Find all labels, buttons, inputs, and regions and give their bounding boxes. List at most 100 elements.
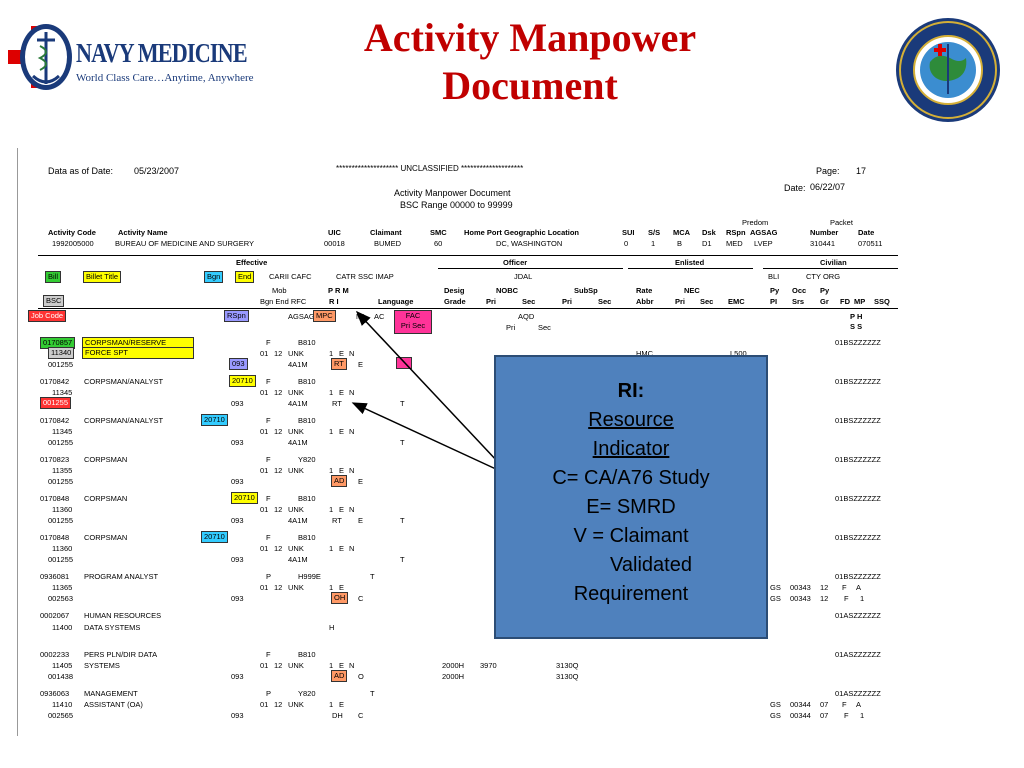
page-label: Page:: [816, 166, 840, 176]
callout-line3: C= CA/A76 Study: [552, 467, 710, 489]
slide-title: Activity Manpower Document: [250, 14, 810, 110]
row5-mi: E: [358, 516, 364, 525]
row5-title: CORPSMAN: [84, 494, 128, 503]
row10-bsc: 11410: [52, 700, 73, 709]
row2-r: E: [339, 388, 345, 397]
row3-p: 1: [329, 427, 334, 436]
row10-srs2: 00344: [790, 711, 811, 720]
row9-mpc: AD: [331, 670, 348, 682]
row5-ssq: 01BSZZZZZZ: [835, 494, 881, 503]
row4-title: CORPSMAN: [84, 455, 128, 464]
row1-agsag: 4A1M: [288, 360, 308, 369]
row9-title: PERS PLN/DIR DATA: [84, 650, 158, 659]
row10-ssq: 01ASZZZZZZ: [835, 689, 881, 698]
slide-title-line1: Activity Manpower: [363, 15, 697, 60]
row6-title: CORPSMAN: [84, 533, 128, 542]
row6-ssq: 01BSZZZZZZ: [835, 533, 881, 542]
row10-mp: A: [856, 700, 862, 709]
row9-nobc: 3970: [480, 661, 497, 670]
row7-pp: 1: [329, 583, 334, 592]
officer-rule: [438, 268, 623, 269]
val-smc: 60: [434, 239, 443, 248]
legend-billet-title: Billet Title: [83, 271, 122, 283]
row1-fac: [396, 357, 412, 369]
row6-agsag: 4A1M: [288, 555, 308, 564]
row1-mi: E: [358, 360, 364, 369]
callout-line2: Indicator: [592, 438, 670, 460]
legend-ri: R I: [329, 297, 339, 306]
row5-mpc: RT: [332, 516, 342, 525]
row10-y820: Y820: [298, 689, 316, 698]
anchor-caduceus-icon: [8, 24, 72, 90]
legend-rate: Rate: [636, 286, 653, 295]
row10-pi: GS: [770, 700, 781, 709]
legend-fac-box: FAC Pri Sec: [394, 310, 432, 334]
row4-mi: E: [358, 477, 364, 486]
row7-ssq: 01BSZZZZZZ: [835, 572, 881, 581]
row7-bill: 0936081: [40, 572, 70, 581]
legend-effective: Effective: [236, 258, 268, 267]
row6-b810: B810: [298, 533, 316, 542]
row4-p: 1: [329, 466, 334, 475]
row7-gr: 12: [820, 583, 829, 592]
row2-rfc: UNK: [288, 388, 304, 397]
hdr-claimant: Claimant: [370, 228, 402, 237]
row6-f: F: [266, 533, 271, 542]
row3-rspn: 093: [231, 438, 244, 447]
navy-medicine-brand: NAVY MEDICINE: [76, 38, 248, 68]
val-uic: 00018: [324, 239, 345, 248]
row5-agsag: 4A1M: [288, 516, 308, 525]
legend-pri3: Pri: [675, 297, 686, 306]
row4-f: F: [266, 455, 271, 464]
val-sui: 0: [624, 239, 629, 248]
row3-bgn: 20710: [201, 414, 228, 426]
navy-medicine-support-command-seal-icon: [896, 18, 1000, 122]
row4-uic: 001255: [48, 477, 74, 486]
row1-mpc: RT: [331, 358, 347, 370]
legend-ssq: SSQ: [874, 297, 890, 306]
row3-r: E: [339, 427, 345, 436]
report-date: 06/22/07: [810, 182, 846, 192]
row3-bsc: 11345: [52, 427, 73, 436]
row2-title: CORPSMAN/ANALYST: [84, 377, 164, 386]
row4-m: N: [349, 466, 355, 475]
row1-bgn: 01: [260, 349, 269, 358]
row1-rfc: UNK: [288, 349, 304, 358]
legend-officer: Officer: [503, 258, 528, 267]
support-command-seal: [894, 14, 1002, 126]
row7-mi: C: [358, 594, 364, 603]
row2-rspn: 093: [231, 399, 244, 408]
row5-uic: 001255: [48, 516, 74, 525]
row5-r: E: [339, 505, 345, 514]
row5-end: 12: [274, 505, 283, 514]
row1-uic: 001255: [48, 360, 74, 369]
callout-line6: Validated: [610, 554, 692, 576]
legend-py: Py: [770, 286, 780, 295]
row2-bgn2: 01: [260, 388, 269, 397]
row2-b810: B810: [298, 377, 316, 386]
row2-fac: T: [400, 399, 405, 408]
row9-f: F: [266, 650, 271, 659]
page-number: 17: [856, 166, 867, 176]
row4-bill: 0170823: [40, 455, 70, 464]
row6-m: N: [349, 544, 355, 553]
row2-ssq: 01BSZZZZZZ: [835, 377, 881, 386]
val-mca: B: [677, 239, 683, 248]
row8-title: HUMAN RESOURCES: [84, 611, 162, 620]
hdr-ss: S/S: [648, 228, 661, 237]
row4-bgn: 01: [260, 466, 269, 475]
row4-bsc: 11355: [52, 466, 73, 475]
legend-mob: Mob: [272, 286, 287, 295]
row2-bgn: 20710: [229, 375, 256, 387]
row2-agsag: 4A1M: [288, 399, 308, 408]
row9-bgn: 01: [260, 661, 269, 670]
ri-callout: RI: Resource Indicator C= CA/A76 Study E…: [494, 355, 768, 639]
legend-nec: NEC: [684, 286, 700, 295]
row2-bsc: 11345: [52, 388, 73, 397]
row3-agsag: 4A1M: [288, 438, 308, 447]
row2-m: N: [349, 388, 355, 397]
row10-bgn: 01: [260, 700, 269, 709]
row4-ssq: 01BSZZZZZZ: [835, 455, 881, 464]
legend-occ: Occ: [792, 286, 807, 295]
row7-p: P: [266, 572, 272, 581]
